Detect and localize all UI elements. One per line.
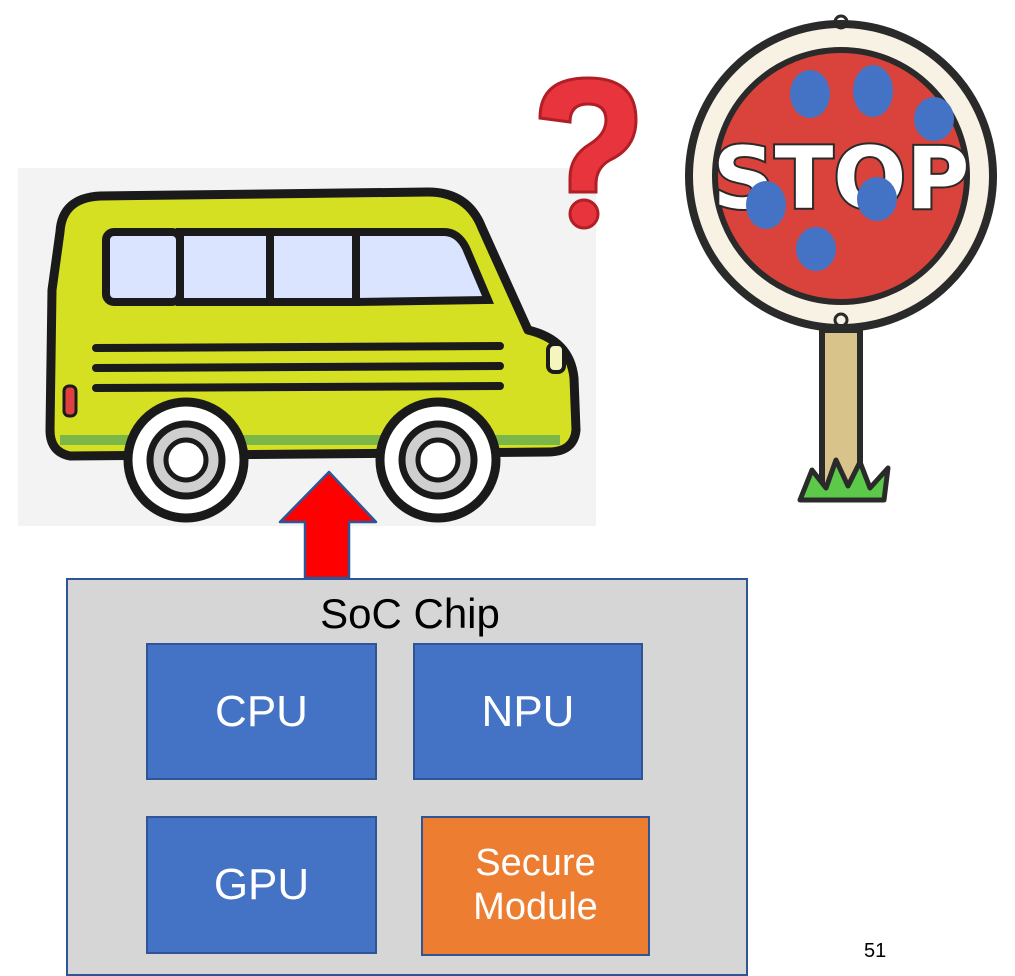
stop-sign-icon: STOP <box>685 14 997 503</box>
sticker-dot <box>790 70 830 118</box>
sticker-dot <box>914 97 954 141</box>
secure-module-label-line1: Secure <box>475 842 596 885</box>
gpu-block: GPU <box>146 816 377 954</box>
bus-icon <box>45 187 581 523</box>
sticker-dot <box>853 65 893 117</box>
npu-label: NPU <box>481 686 575 736</box>
secure-module-label-line2: Module <box>473 886 598 928</box>
sticker-dot <box>746 181 786 229</box>
sticker-dot <box>857 177 897 221</box>
question-mark-icon <box>538 76 638 230</box>
npu-block: NPU <box>413 643 643 780</box>
gpu-label: GPU <box>213 860 310 909</box>
sticker-dot <box>796 227 836 271</box>
page-number: 51 <box>864 940 887 962</box>
cpu-label: CPU <box>215 686 308 736</box>
soc-chip-title: SoC Chip <box>320 590 500 637</box>
secure-module-block: Secure Module <box>421 816 650 956</box>
cpu-block: CPU <box>146 643 377 780</box>
